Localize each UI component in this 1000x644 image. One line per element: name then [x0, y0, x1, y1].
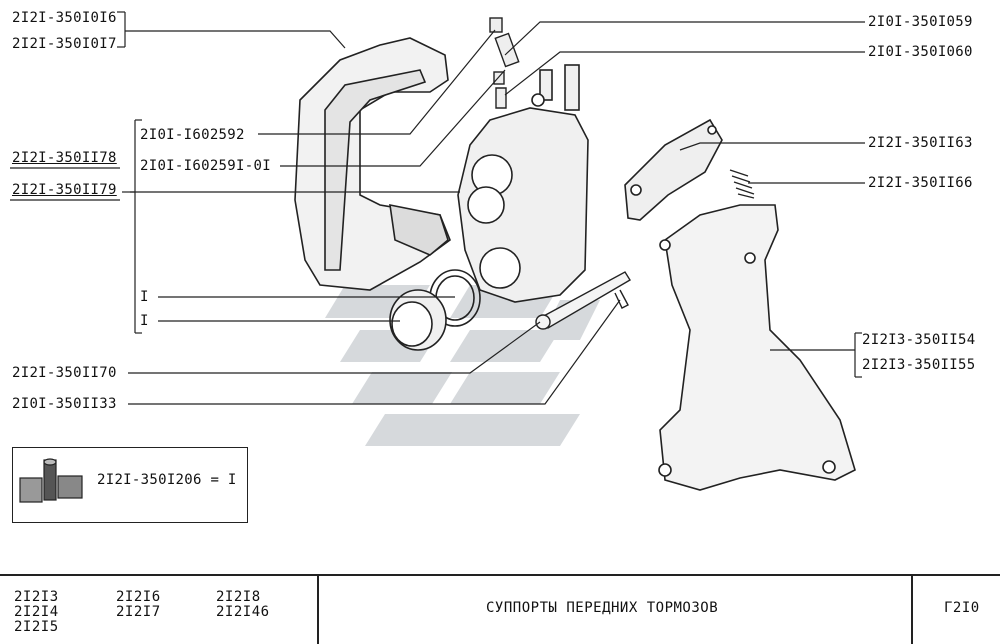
part-label-valve-a: 2I0I-350I059 [868, 14, 973, 30]
spring [729, 169, 755, 199]
part-label-pad-set-a: 2I2I-350II78 [12, 150, 117, 166]
part-label-bracket-b: 2I2I-350I0I7 [12, 36, 117, 52]
model-code-2: 2I2I4 [14, 604, 59, 620]
model-code-6: 2I2I8 [216, 589, 261, 605]
repair-kit-box: 2I2I-350I206 = I [12, 447, 248, 523]
part-label-boot-ref: I [140, 313, 149, 329]
part-label-guide-pin: 2I2I-350II70 [12, 365, 117, 381]
part-label-pad-set-b: 2I2I-350II79 [12, 182, 117, 198]
caliper-carrier [658, 204, 856, 491]
part-label-seal-ref: I [140, 289, 149, 305]
retaining-clip [614, 289, 629, 309]
caliper-body [457, 64, 589, 303]
model-code-3: 2I2I5 [14, 619, 59, 635]
part-label-carrier-a: 2I2I3-350II54 [862, 332, 976, 348]
part-label-bleeder-cap: 2I0I-I60259I-0I [140, 158, 271, 174]
model-code-1: 2I2I3 [14, 589, 59, 605]
part-label-valve-b: 2I0I-350I060 [868, 44, 973, 60]
model-code-4: 2I2I6 [116, 589, 161, 605]
part-label-clip: 2I0I-350II33 [12, 396, 117, 412]
bleeder-valve [489, 17, 520, 109]
piston-dust-boot [389, 289, 447, 351]
part-label-spring: 2I2I-350II66 [868, 175, 973, 191]
leader-lines [10, 11, 865, 405]
repair-kit-icon [19, 458, 83, 503]
part-label-carrier-b: 2I2I3-350II55 [862, 357, 976, 373]
part-label-shield: 2I2I-350II63 [868, 135, 973, 151]
page-code: Г2I0 [944, 600, 980, 616]
brake-pad-shield [624, 118, 723, 221]
page-title: СУППОРТЫ ПЕРЕДНИХ ТОРМОЗОВ [486, 600, 719, 616]
guide-pin [535, 271, 631, 330]
repair-kit-label: 2I2I-350I206 = I [97, 472, 237, 488]
part-label-bleeder: 2I0I-I602592 [140, 127, 245, 143]
footer-frame [0, 574, 1000, 644]
caliper-bracket [294, 37, 451, 291]
model-code-7: 2I2I46 [216, 604, 270, 620]
part-label-bracket-a: 2I2I-350I0I6 [12, 10, 117, 26]
model-code-5: 2I2I7 [116, 604, 161, 620]
